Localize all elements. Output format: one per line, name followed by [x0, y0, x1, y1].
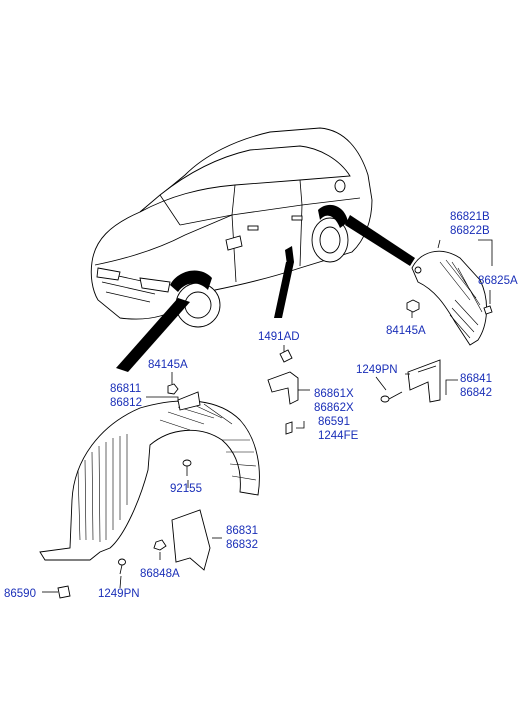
label-86862X: 86862X — [314, 402, 354, 414]
front-nut-86848A — [153, 539, 167, 551]
label-86822B: 86822B — [450, 225, 490, 237]
label-84145A-rear: 84145A — [386, 325, 426, 337]
label-86590: 86590 — [4, 588, 36, 600]
front-mudguard — [171, 509, 211, 571]
front-bolt-92155 — [182, 459, 192, 476]
label-86591: 86591 — [318, 416, 350, 428]
label-86831: 86831 — [226, 525, 258, 537]
label-86861X: 86861X — [314, 388, 354, 400]
rear-clip-86825A — [483, 305, 493, 315]
label-86821B: 86821B — [450, 211, 490, 223]
label-86832: 86832 — [226, 539, 258, 551]
leader-bands — [116, 215, 415, 372]
front-wheel-guard — [39, 391, 260, 561]
car-illustration — [90, 127, 373, 328]
rear-mudguard — [407, 359, 441, 403]
label-92155: 92155 — [170, 483, 202, 495]
middle-screw-86591 — [285, 421, 293, 435]
leader-lines — [42, 239, 493, 593]
label-86811: 86811 — [110, 383, 141, 395]
rear-nut-84145A — [406, 299, 420, 313]
rear-bolt-1249PN — [380, 391, 403, 403]
label-86842: 86842 — [460, 387, 492, 399]
middle-bracket-86861X — [267, 371, 299, 405]
front-nut-84145A — [167, 383, 179, 395]
label-1249PN-front: 1249PN — [98, 588, 140, 600]
middle-clip-1491AD — [279, 349, 293, 363]
front-clip-86590 — [57, 585, 71, 599]
label-86825A: 86825A — [478, 275, 518, 287]
label-84145A-front: 84145A — [148, 359, 188, 371]
label-1244FE: 1244FE — [318, 430, 359, 442]
front-bolt-1249PN — [118, 558, 126, 575]
label-86848A: 86848A — [140, 568, 180, 580]
label-1249PN-rear: 1249PN — [356, 364, 398, 376]
rear-wheel-guard — [411, 250, 488, 346]
label-1491AD: 1491AD — [258, 331, 300, 343]
label-86841: 86841 — [460, 373, 492, 385]
label-86812: 86812 — [110, 397, 142, 409]
